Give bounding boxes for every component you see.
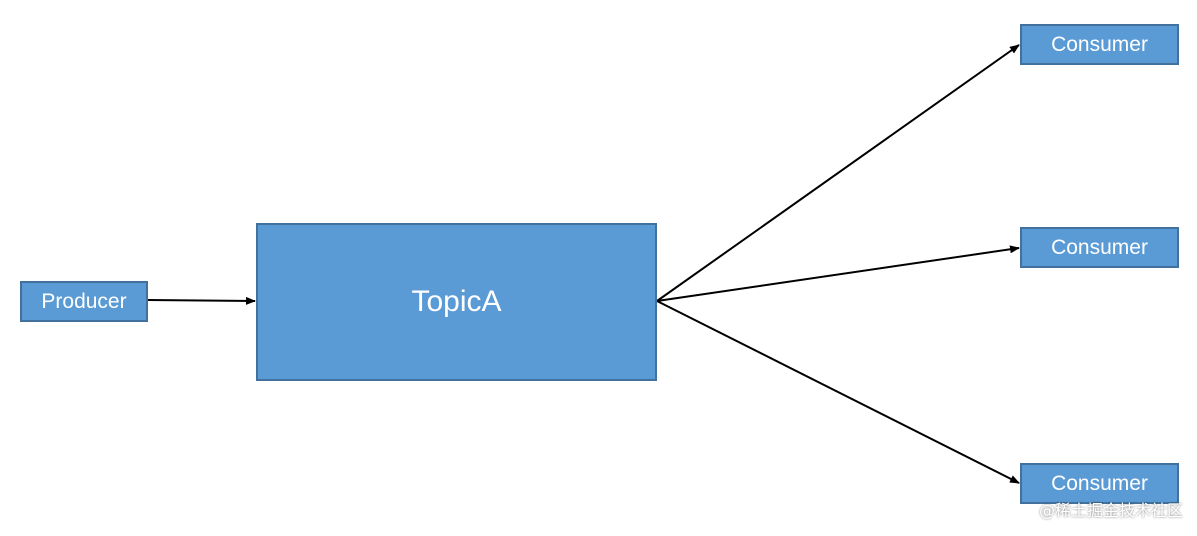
watermark: @稀土掘金技术社区: [1038, 501, 1183, 520]
edge-topic-to-consumer-2: [656, 245, 1020, 302]
consumer-label-1: Consumer: [1051, 32, 1148, 56]
edge-topic-to-consumer-3: [656, 300, 1020, 484]
producer-node: Producer: [20, 281, 148, 322]
consumer-node-2: Consumer: [1020, 227, 1179, 268]
edge-topic-to-consumer-1: [656, 44, 1020, 302]
topic-label: TopicA: [411, 285, 502, 318]
edge-producer-to-topic: [147, 296, 256, 305]
consumer-label-2: Consumer: [1051, 235, 1148, 259]
topic-node: TopicA: [256, 223, 657, 381]
consumer-node-3: Consumer: [1020, 463, 1179, 504]
producer-label: Producer: [41, 289, 127, 313]
consumer-node-1: Consumer: [1020, 24, 1179, 65]
consumer-label-3: Consumer: [1051, 471, 1148, 495]
